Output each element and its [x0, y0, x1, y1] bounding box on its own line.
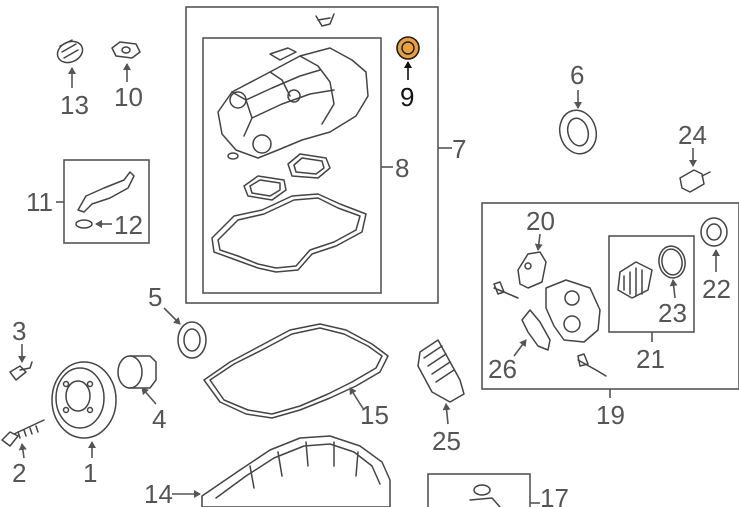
callout-2: 2 [12, 458, 26, 488]
leader-5 [163, 307, 181, 325]
part-14-oil-pan[interactable] [201, 435, 391, 507]
part-13-oil-filler-cap[interactable] [54, 37, 86, 66]
part-6-seal[interactable] [555, 106, 601, 158]
part-oil-filter-housing[interactable] [545, 279, 601, 343]
part-bolt-19a[interactable] [493, 281, 519, 299]
part-25-oil-cooler[interactable] [417, 339, 465, 403]
part-spark-plug-gaskets[interactable] [243, 153, 331, 201]
part-2-bolt[interactable] [1, 419, 45, 447]
group-box-17 [427, 473, 531, 507]
callout-17: 17 [540, 483, 569, 507]
part-12-o-ring[interactable] [75, 219, 93, 229]
callout-13: 13 [60, 90, 89, 120]
part-valve-cover-gasket[interactable] [211, 193, 367, 273]
part-26-bracket[interactable] [521, 309, 551, 351]
callout-21: 21 [636, 344, 665, 374]
part-17-item[interactable] [469, 484, 501, 507]
leader-25 [442, 403, 451, 425]
callout-23: 23 [658, 298, 687, 328]
part-1-pulley[interactable] [51, 361, 117, 439]
callout-24: 24 [678, 120, 707, 150]
part-11-tube[interactable] [77, 171, 135, 213]
leader-20 [534, 233, 543, 251]
callout-7: 7 [452, 134, 466, 164]
callout-14: 14 [144, 479, 173, 507]
leader-15 [349, 387, 365, 411]
part-23-o-ring[interactable] [656, 244, 687, 280]
part-valve-cover[interactable] [217, 47, 369, 160]
group-box-8 [202, 37, 382, 294]
leader-2 [18, 443, 27, 459]
callout-5: 5 [148, 282, 162, 312]
callout-11: 11 [26, 187, 53, 217]
callout-6: 6 [570, 60, 584, 90]
callout-25: 25 [432, 426, 461, 456]
leader-4 [141, 387, 157, 405]
part-20-housing[interactable] [517, 251, 547, 289]
callout-15: 15 [360, 400, 389, 430]
leader-23 [669, 279, 678, 299]
group-box-7 [185, 6, 439, 304]
part-4-damper[interactable] [117, 355, 157, 389]
callout-10: 10 [114, 82, 143, 112]
part-clip-top[interactable] [315, 13, 335, 27]
callout-3: 3 [12, 316, 26, 346]
part-filter-element[interactable] [617, 261, 653, 299]
part-5-seal[interactable] [177, 321, 207, 359]
callout-8: 8 [395, 153, 409, 183]
callout-19: 19 [596, 400, 625, 430]
callout-1: 1 [83, 458, 97, 488]
callout-20: 20 [526, 206, 555, 236]
part-15-oil-pan-gasket[interactable] [203, 323, 389, 419]
part-10-gasket[interactable] [111, 41, 141, 59]
callout-26: 26 [488, 354, 517, 384]
callout-22: 22 [702, 274, 731, 304]
part-bolt-19b[interactable] [577, 353, 607, 377]
callout-12: 12 [114, 210, 143, 240]
part-22-filter-cap[interactable] [700, 217, 728, 247]
callout-9: 9 [400, 82, 414, 112]
part-3-bolt[interactable] [9, 361, 33, 381]
leader-26 [513, 339, 527, 357]
callout-4: 4 [152, 404, 166, 434]
part-9-seal-highlighted[interactable] [396, 36, 420, 60]
part-24-sensor[interactable] [679, 169, 711, 193]
